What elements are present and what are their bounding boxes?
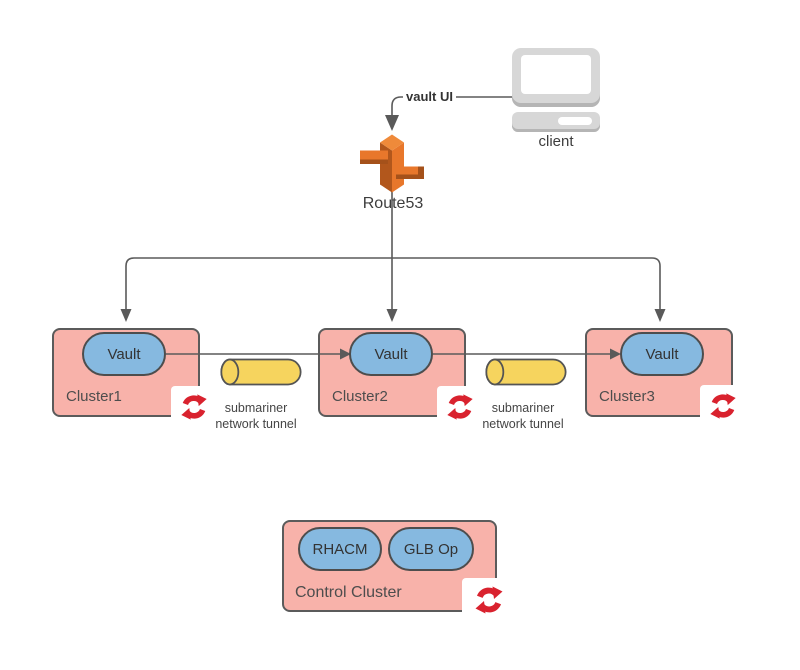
control-cluster-label: Control Cluster xyxy=(295,584,402,601)
route53-left-face xyxy=(380,142,392,193)
vault-ui-edge-label: vault UI xyxy=(403,89,456,104)
route53-right-arm-shadow xyxy=(396,174,424,179)
vault-node-3: Vault xyxy=(620,332,704,376)
openshift-badge-1 xyxy=(171,386,216,428)
tunnel-label-1: submariner network tunnel xyxy=(201,400,311,432)
openshift-sync-icon xyxy=(475,586,503,614)
vault-node-2: Vault xyxy=(349,332,433,376)
openshift-badge-2 xyxy=(437,386,482,428)
client-keyboard xyxy=(512,112,600,132)
edge-branch-right xyxy=(392,257,661,310)
route53-right-arm xyxy=(396,166,424,175)
cluster-label-2: Cluster2 xyxy=(332,388,388,405)
cluster-label-1: Cluster1 xyxy=(66,388,122,405)
vault-node-1: Vault xyxy=(82,332,166,376)
cluster-label-3: Cluster3 xyxy=(599,388,655,405)
route53-icon xyxy=(360,134,424,193)
tunnel-label-line1: submariner xyxy=(224,401,288,415)
openshift-badge-3 xyxy=(700,385,746,427)
openshift-sync-icon xyxy=(710,393,736,419)
client-keyboard-pill xyxy=(558,117,592,125)
glbop-node: GLB Op xyxy=(388,527,474,571)
route53-label: Route53 xyxy=(362,195,424,212)
client-label: client xyxy=(538,133,574,150)
route53-left-arm-shadow xyxy=(360,159,388,164)
openshift-badge-control xyxy=(462,578,516,622)
route53-top-face xyxy=(380,134,404,151)
tunnel-cylinder-icon-2 xyxy=(485,358,567,386)
route53-left-arm xyxy=(360,150,388,160)
client-screen xyxy=(521,55,591,94)
client-computer-icon xyxy=(512,48,600,107)
tunnel-label-2: submariner network tunnel xyxy=(468,400,578,432)
edge-branch-left xyxy=(125,257,392,310)
tunnel-label-line2: network tunnel xyxy=(215,417,297,431)
tunnel-label-line2: network tunnel xyxy=(482,417,564,431)
tunnel-label-line1: submariner xyxy=(491,401,555,415)
openshift-sync-icon xyxy=(180,394,207,420)
tunnel-cylinder-icon-1 xyxy=(220,358,302,386)
route53-right-arm-cap xyxy=(418,166,424,179)
openshift-sync-icon xyxy=(446,394,473,420)
rhacm-node: RHACM xyxy=(298,527,382,571)
